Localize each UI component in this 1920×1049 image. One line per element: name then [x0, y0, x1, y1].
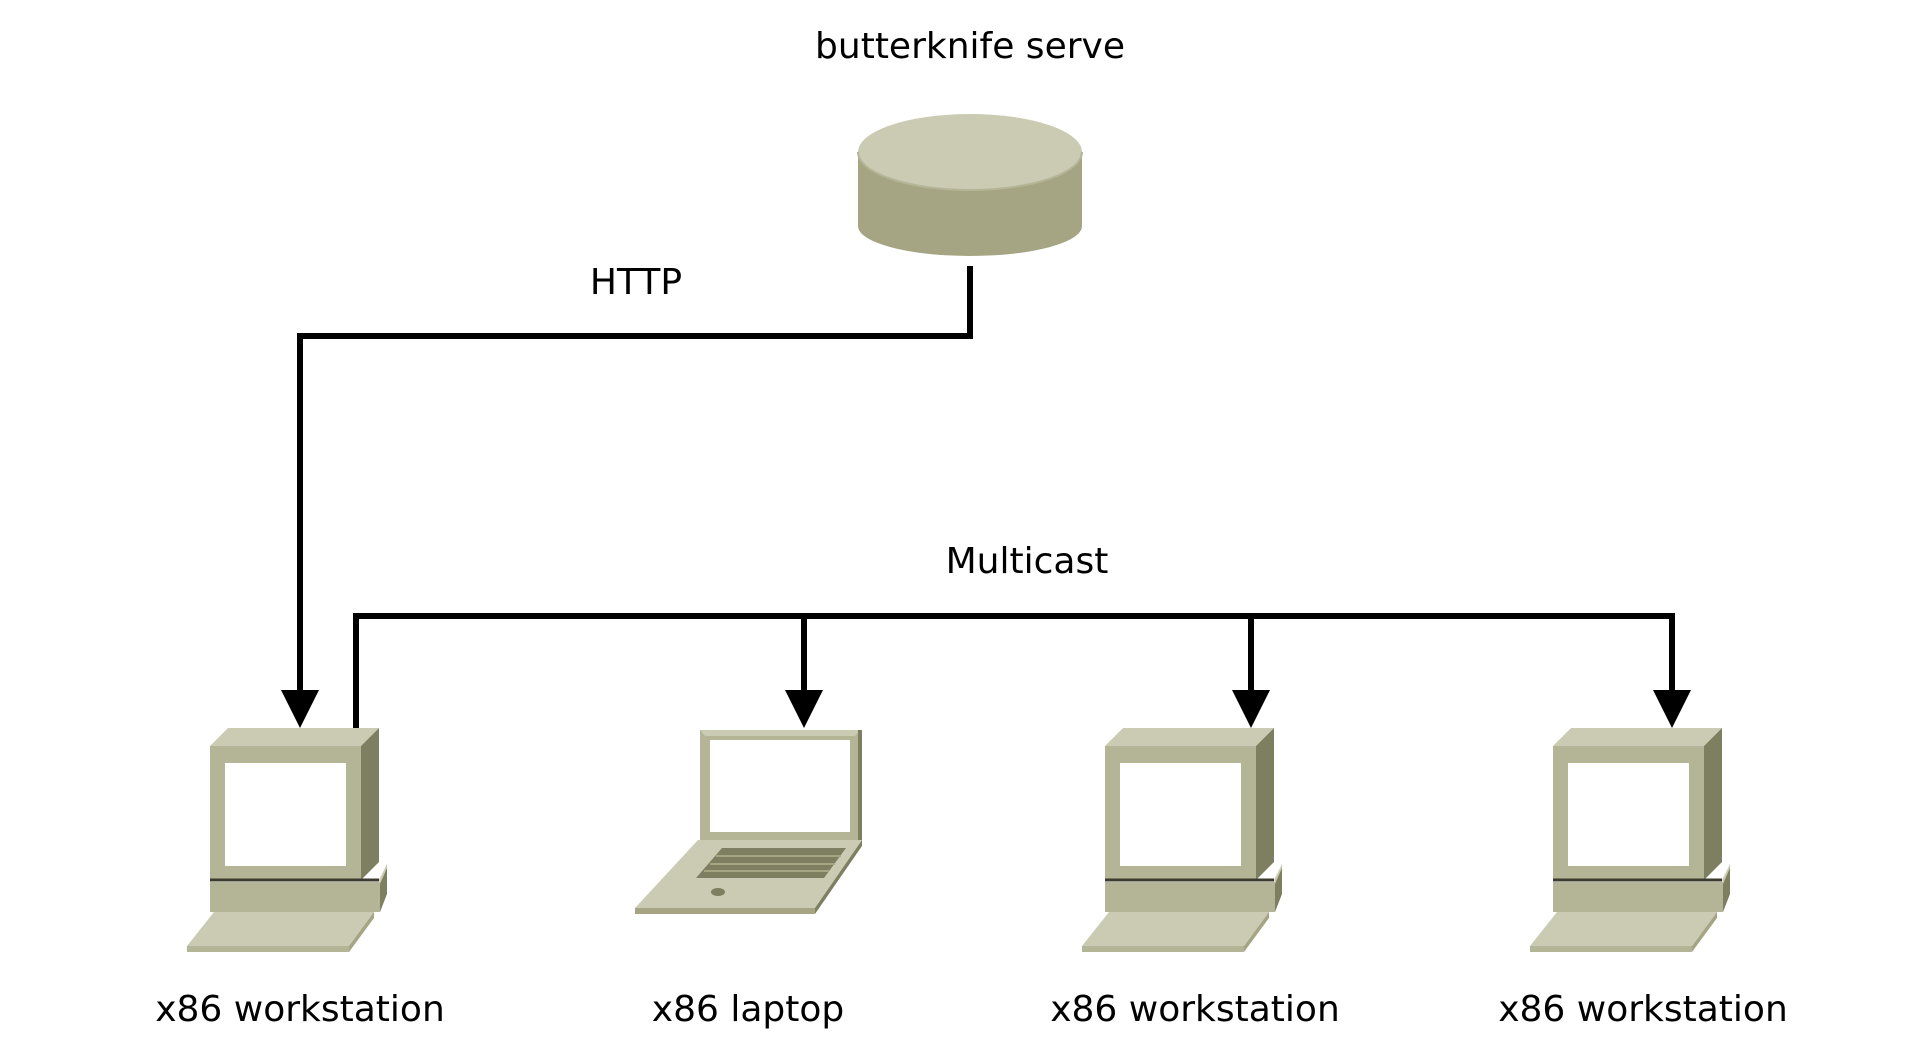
- laptop-icon: [633, 728, 864, 916]
- node-label: x86 workstation: [155, 989, 445, 1030]
- desktop-computer-icon: [1080, 726, 1284, 954]
- arrowhead-icon: [1653, 690, 1691, 728]
- desktop-computer-icon: [185, 726, 389, 954]
- server-label: butterknife serve: [815, 26, 1125, 67]
- arrowhead-icon: [1232, 690, 1270, 728]
- http-label: HTTP: [590, 262, 682, 303]
- desktop-computer-icon: [1528, 726, 1732, 954]
- multicast-label: Multicast: [946, 541, 1109, 582]
- node-workstation-2: x86 workstation: [1050, 726, 1340, 1030]
- database-cylinder-icon: [857, 114, 1083, 256]
- arrowhead-icon: [281, 690, 319, 728]
- node-workstation-3: x86 workstation: [1498, 726, 1788, 1030]
- node-laptop: x86 laptop: [633, 728, 864, 1030]
- node-workstation-1: x86 workstation: [155, 726, 445, 1030]
- node-label: x86 laptop: [652, 989, 844, 1030]
- arrowhead-icon: [785, 690, 823, 728]
- node-label: x86 workstation: [1498, 989, 1788, 1030]
- multicast-connection: [353, 613, 1691, 730]
- node-label: x86 workstation: [1050, 989, 1340, 1030]
- http-connection: [281, 266, 973, 728]
